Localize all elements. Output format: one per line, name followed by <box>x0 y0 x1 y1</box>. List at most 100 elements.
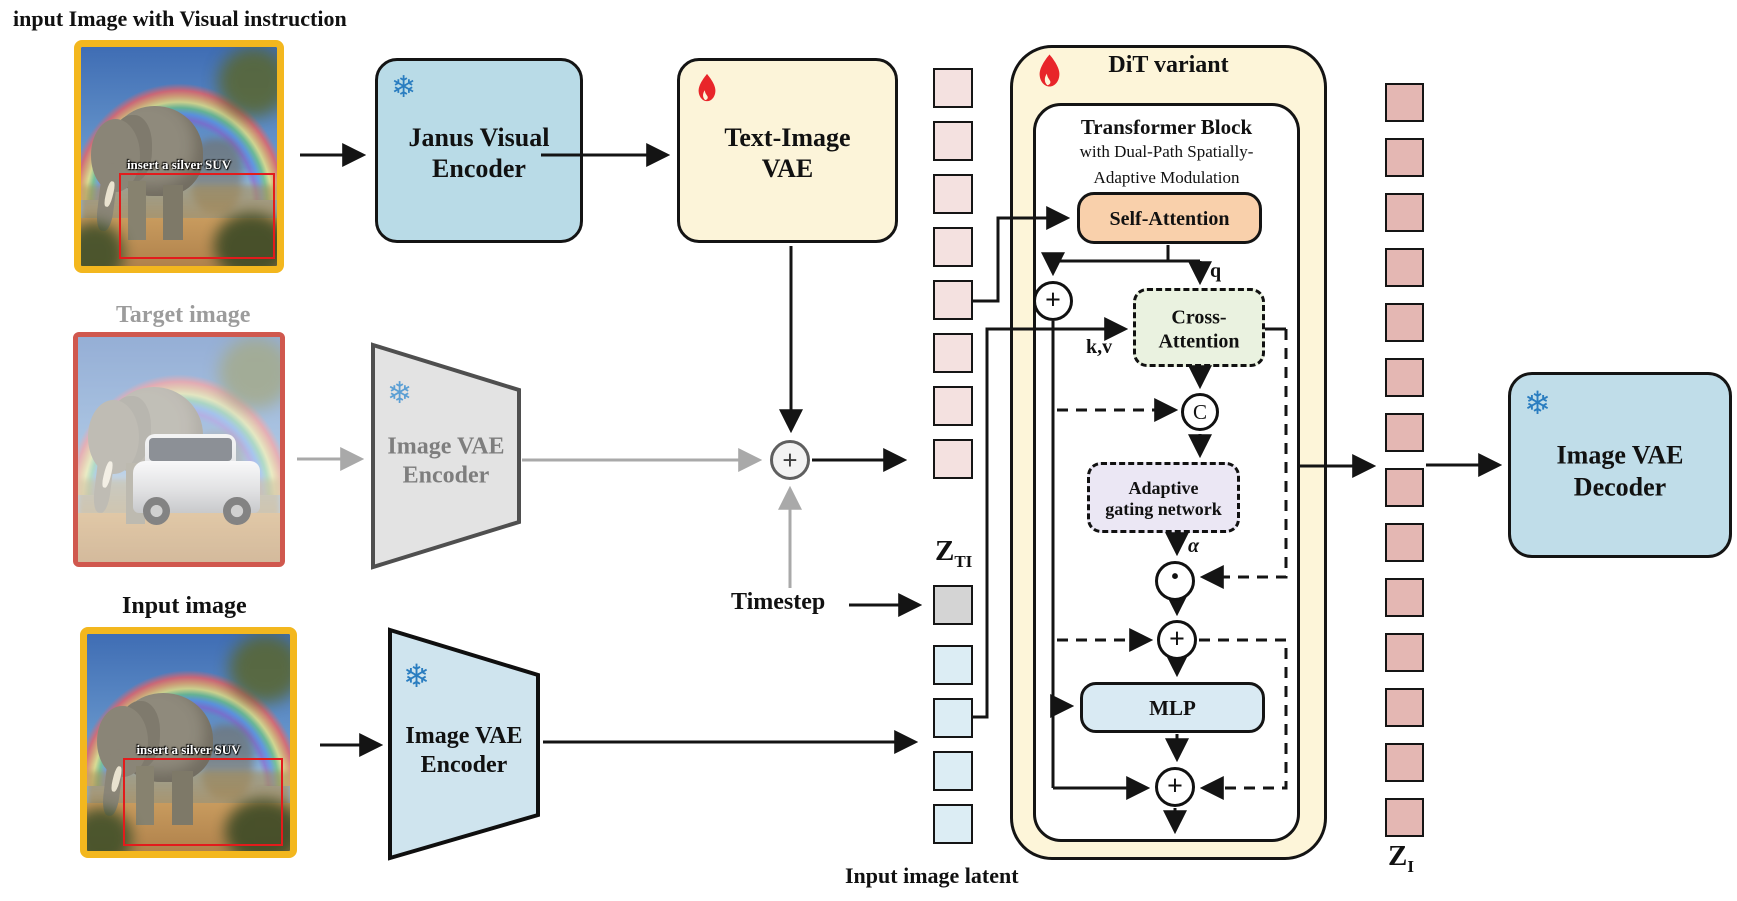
concat-circle: C <box>1181 393 1219 431</box>
kv-label: k,v <box>1086 336 1113 358</box>
latent-square <box>1385 743 1424 782</box>
zti-label: ZTI <box>935 535 973 571</box>
bush <box>218 47 277 118</box>
input-image-with-instruction: insert a silver SUV <box>74 40 284 273</box>
gray-encoder-line1: Image VAE <box>387 433 505 460</box>
latent-square <box>933 121 973 161</box>
input-image-latent-label: Input image latent <box>845 863 1019 888</box>
blue-encoder-line1: Image VAE <box>405 722 523 749</box>
input-instruction-title: input Image with Visual instruction <box>13 6 347 31</box>
snowflake-icon: ❄ <box>387 376 413 411</box>
latent-square <box>933 333 973 373</box>
bush <box>225 798 290 851</box>
adaptive-gating-line2: gating network <box>1105 499 1222 520</box>
flame-icon <box>1033 52 1066 95</box>
latent-square <box>933 804 973 844</box>
suv-window <box>148 438 232 461</box>
transformer-block-title: Transformer Block <box>1080 115 1253 139</box>
latent-square <box>1385 248 1424 287</box>
latent-square <box>933 751 973 791</box>
zi-latent-column <box>1385 83 1424 837</box>
latent-square <box>1385 578 1424 617</box>
latent-square <box>1385 138 1424 177</box>
janus-label-line1: Janus Visual <box>408 122 550 152</box>
janus-visual-encoder-box: ❄ Janus Visual Encoder <box>375 58 583 243</box>
dit-variant-title: DiT variant <box>1108 52 1229 78</box>
cross-attention-line2: Attention <box>1158 330 1240 353</box>
zi-label: ZI <box>1388 840 1414 876</box>
latent-square <box>1385 413 1424 452</box>
adaptive-gating-network-box: Adaptive gating network <box>1087 462 1240 533</box>
latent-square <box>1385 468 1424 507</box>
snowflake-icon: ❄ <box>1524 384 1551 422</box>
blue-encoder-line2: Encoder <box>420 752 508 779</box>
latent-square <box>1385 193 1424 232</box>
latent-square <box>933 174 973 214</box>
snowflake-icon: ❄ <box>391 70 417 105</box>
latent-square <box>933 68 973 108</box>
add-circle-1: + <box>1033 281 1073 321</box>
latent-square <box>933 280 973 320</box>
suv-wheel <box>223 496 251 525</box>
instruction-text: insert a silver SUV <box>126 157 232 172</box>
target-image-label: Target image <box>116 302 251 328</box>
adaptive-gating-line1: Adaptive <box>1128 477 1199 498</box>
elephant-leg <box>172 770 193 825</box>
zti-latent-column <box>933 68 973 479</box>
janus-label-line2: Encoder <box>432 154 526 184</box>
image-vae-decoder-box: ❄ Image VAE Decoder <box>1508 372 1732 558</box>
text-image-vae-box: Text-Image VAE <box>677 58 898 243</box>
decoder-line2: Decoder <box>1573 472 1667 502</box>
suv-wheel <box>142 496 170 525</box>
text-image-vae-line2: VAE <box>761 154 814 184</box>
latent-square <box>933 585 973 625</box>
snowflake-icon: ❄ <box>403 657 430 695</box>
image-vae-encoder-blue: ❄ Image VAE Encoder <box>387 627 541 861</box>
instruction-bbox <box>123 758 283 846</box>
input-image-latent-column <box>933 645 973 844</box>
latent-square <box>1385 688 1424 727</box>
decoder-line1: Image VAE <box>1556 440 1684 470</box>
latent-square <box>933 439 973 479</box>
self-attention-box: Self-Attention <box>1077 192 1262 244</box>
instruction-bbox <box>119 173 275 259</box>
elephant-scene: insert a silver SUV <box>87 634 290 851</box>
mlp-box: MLP <box>1080 682 1265 733</box>
transformer-block-sub2: Adaptive Modulation <box>1093 168 1240 187</box>
latent-square <box>1385 798 1424 837</box>
latent-square <box>933 645 973 685</box>
timestep-latent-square <box>933 585 973 625</box>
elephant-leg <box>163 184 183 240</box>
elephant-leg <box>135 766 154 825</box>
elephant-scene: insert a silver SUV <box>81 47 277 266</box>
latent-square <box>933 386 973 426</box>
input-image: insert a silver SUV <box>80 627 297 858</box>
image-vae-encoder-gray: ❄ Image VAE Encoder <box>370 342 522 570</box>
add-circle-combiner: + <box>770 440 810 480</box>
mlp-label: MLP <box>1149 695 1196 720</box>
elephant-leg <box>128 180 146 240</box>
latent-square <box>1385 358 1424 397</box>
latent-square <box>933 698 973 738</box>
fade-overlay <box>78 337 280 562</box>
bush <box>219 337 280 409</box>
alpha-label: α <box>1188 535 1200 557</box>
latent-square <box>1385 303 1424 342</box>
target-image <box>73 332 285 567</box>
latent-square <box>1385 633 1424 672</box>
add-circle-2: + <box>1157 620 1197 660</box>
q-label: q <box>1210 260 1222 282</box>
latent-square <box>1385 83 1424 122</box>
timestep-label: Timestep <box>731 589 826 615</box>
cross-attention-box: Cross- Attention <box>1133 288 1265 367</box>
latent-square <box>1385 523 1424 562</box>
latent-square <box>933 227 973 267</box>
gray-encoder-line2: Encoder <box>402 462 490 489</box>
transformer-block-sub1: with Dual-Path Spatially- <box>1079 142 1254 161</box>
bush <box>229 634 290 704</box>
input-image-label: Input image <box>122 593 247 619</box>
cross-attention-line1: Cross- <box>1171 306 1227 329</box>
flame-icon <box>693 72 721 109</box>
target-scene <box>78 337 280 562</box>
